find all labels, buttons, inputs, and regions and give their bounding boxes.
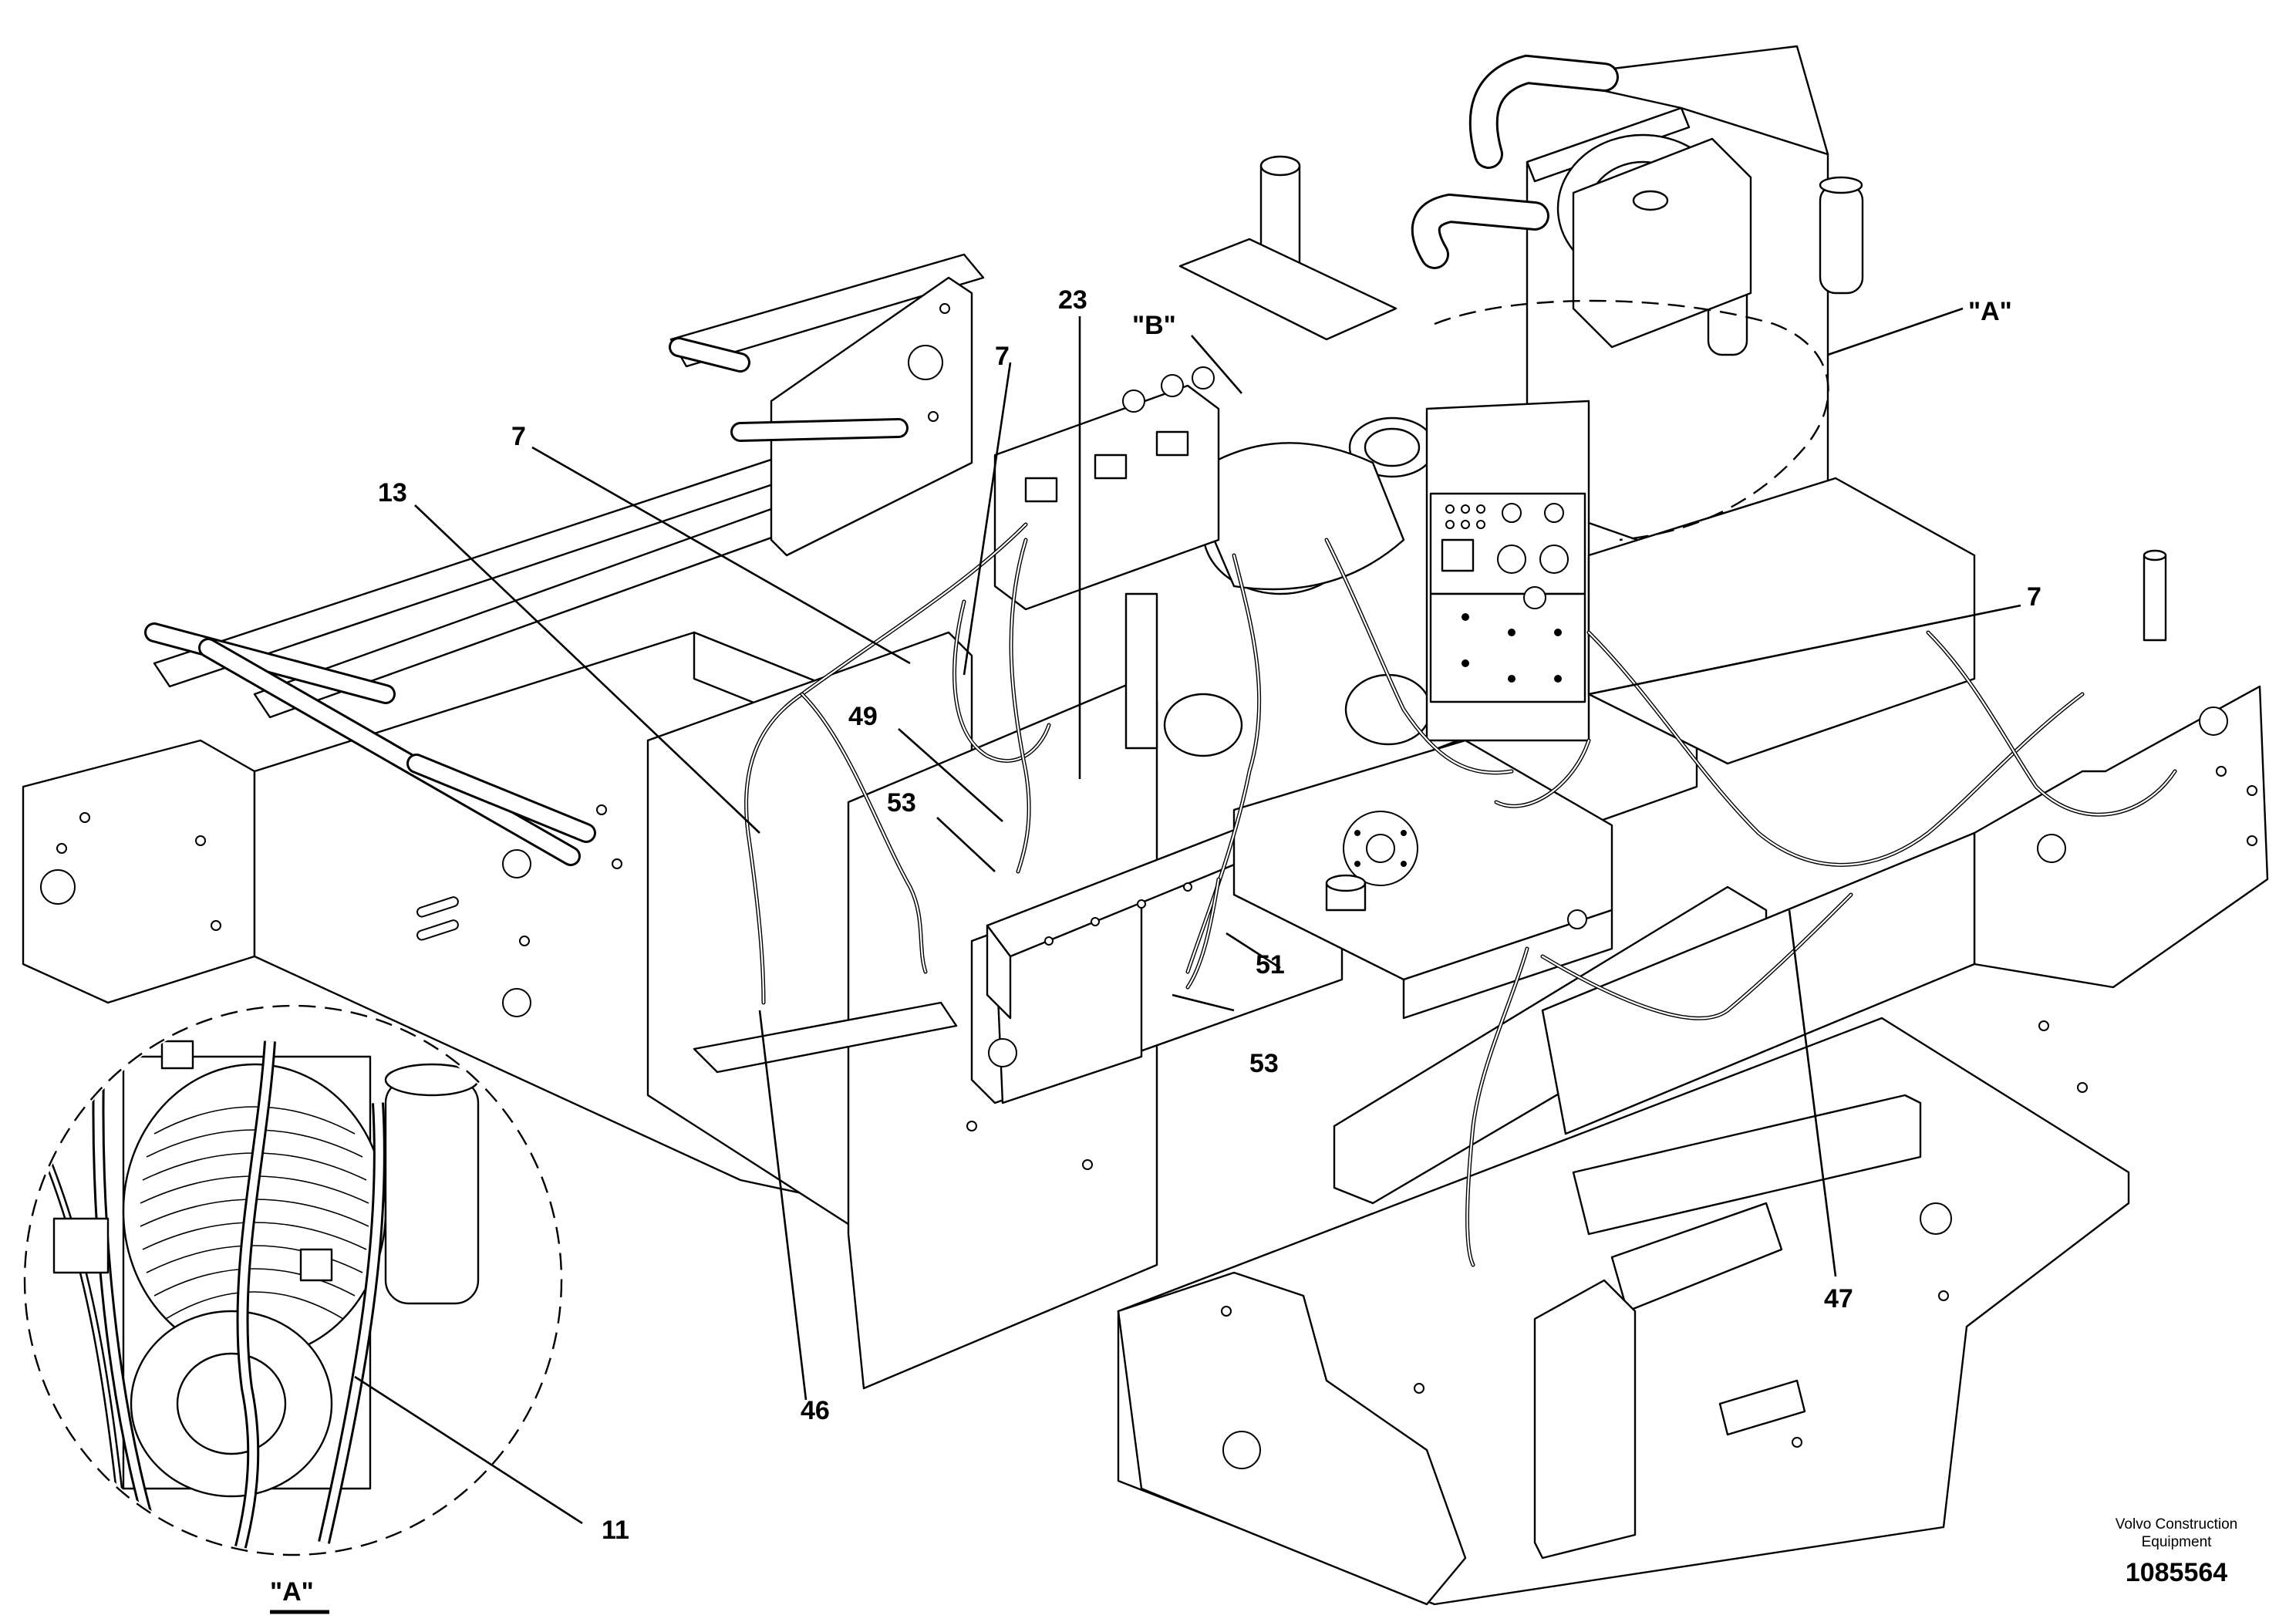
wire-harnesses bbox=[744, 522, 2177, 1267]
callout-53-lower: 53 bbox=[1249, 1049, 1279, 1078]
callout-51: 51 bbox=[1256, 950, 1285, 980]
callout-7-right: 7 bbox=[2027, 582, 2041, 612]
callout-46: 46 bbox=[801, 1396, 830, 1425]
brand-line-2: Equipment bbox=[2142, 1534, 2213, 1550]
callout-49: 49 bbox=[848, 702, 878, 731]
callout-47: 47 bbox=[1824, 1284, 1853, 1313]
brand-line-1: Volvo Construction bbox=[2116, 1516, 2237, 1533]
callout-a-top: "A" bbox=[1968, 297, 2012, 326]
callout-a-detail: "A" bbox=[270, 1577, 314, 1607]
detail-view-a bbox=[23, 1004, 563, 1556]
callout-7-left: 7 bbox=[511, 422, 526, 451]
callout-13: 13 bbox=[378, 478, 407, 508]
callout-23: 23 bbox=[1058, 285, 1087, 315]
right-chassis-frame bbox=[1117, 549, 2269, 1606]
detail-a-boundary bbox=[1434, 299, 1829, 541]
leader-lines bbox=[354, 307, 2021, 1525]
engine-assembly bbox=[993, 45, 1976, 765]
callout-11: 11 bbox=[602, 1516, 629, 1545]
callout-53-upper: 53 bbox=[887, 788, 916, 818]
hydraulic-tank bbox=[1232, 739, 1613, 1020]
drawing-number: 1085564 bbox=[2126, 1558, 2227, 1587]
callout-b: "B" bbox=[1132, 311, 1176, 340]
callout-7-top: 7 bbox=[995, 342, 1010, 371]
